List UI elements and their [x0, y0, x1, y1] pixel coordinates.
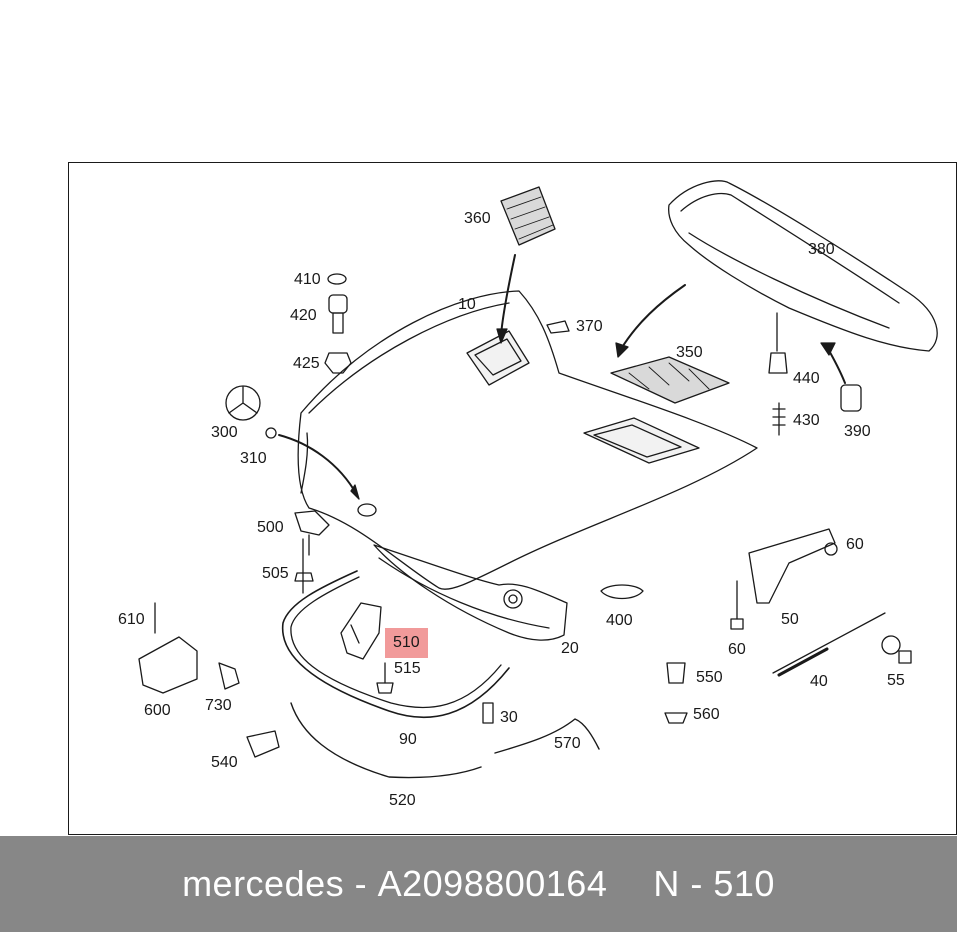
- callout-10: 10: [458, 296, 476, 313]
- cable-570: [494, 718, 600, 754]
- callout-515: 515: [394, 660, 421, 677]
- callout-350: 350: [676, 344, 703, 361]
- callout-55: 55: [887, 672, 905, 689]
- callout-380: 380: [808, 241, 835, 258]
- hood-exploded-view: [138, 180, 938, 779]
- callout-430: 430: [793, 412, 820, 429]
- gas-strut-40: [772, 612, 886, 674]
- callout-570: 570: [554, 735, 581, 752]
- cable-520: [290, 702, 482, 779]
- grille-350: [610, 356, 730, 404]
- cowl-panel-380: [668, 180, 938, 352]
- footer-position-prefix: N -: [653, 863, 714, 904]
- callout-300: 300: [211, 424, 238, 441]
- callout-50: 50: [781, 611, 799, 628]
- callout-60-top: 60: [846, 536, 864, 553]
- callout-510-highlighted: 510: [385, 628, 428, 658]
- parts-diagram: 360 380 410 420 425 10 370 350 440 430 3…: [68, 162, 957, 835]
- callout-90: 90: [399, 731, 417, 748]
- seal-90: [281, 570, 510, 719]
- callout-360: 360: [464, 210, 491, 227]
- callout-440: 440: [793, 370, 820, 387]
- footer-part-number: A2098800164: [377, 863, 608, 904]
- footer-separator: -: [344, 863, 378, 904]
- emblem-star: [225, 385, 261, 421]
- callout-500: 500: [257, 519, 284, 536]
- hinge-50: [748, 528, 836, 604]
- callout-40: 40: [810, 673, 828, 690]
- hood-vent-recess: [466, 330, 530, 386]
- callout-540: 540: [211, 754, 238, 771]
- footer-position-number: 510: [713, 863, 775, 904]
- footer-caption: mercedes - A2098800164 N - 510: [0, 836, 957, 932]
- callout-410: 410: [294, 271, 321, 288]
- footer-brand: mercedes: [182, 863, 345, 904]
- callout-730: 730: [205, 697, 232, 714]
- callout-520: 520: [389, 792, 416, 809]
- callout-420: 420: [290, 307, 317, 324]
- vent-grille-360: [500, 186, 556, 246]
- callout-425: 425: [293, 355, 320, 372]
- callout-400: 400: [606, 612, 633, 629]
- callout-20: 20: [561, 640, 579, 657]
- callout-370: 370: [576, 318, 603, 335]
- callout-390: 390: [844, 423, 871, 440]
- callout-610: 610: [118, 611, 145, 628]
- latch-510: [340, 602, 382, 660]
- hood-inner-frame: [373, 544, 568, 641]
- hood-panel: [297, 290, 758, 590]
- callout-60-bottom: 60: [728, 641, 746, 658]
- callout-560: 560: [693, 706, 720, 723]
- callout-550: 550: [696, 669, 723, 686]
- callout-30: 30: [500, 709, 518, 726]
- callout-600: 600: [144, 702, 171, 719]
- callout-505: 505: [262, 565, 289, 582]
- callout-310: 310: [240, 450, 267, 467]
